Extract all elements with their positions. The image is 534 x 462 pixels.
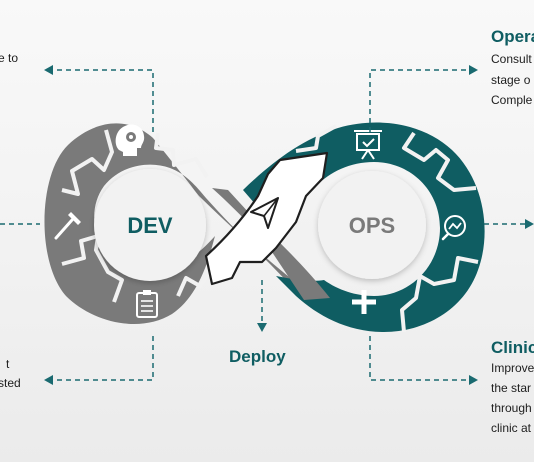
ops-seam: [295, 124, 337, 153]
brain-gear-icon: [115, 124, 145, 156]
paper-plane-icon: [250, 197, 279, 229]
arrow-left-icon: [44, 375, 53, 385]
arrow-right-icon: [469, 65, 478, 75]
operate-text-line: Comple: [491, 93, 533, 107]
left-bottom-text-line: t: [6, 357, 10, 371]
dev-seam: [154, 132, 209, 179]
dev-center-circle: [94, 169, 206, 281]
operate-text-line: stage o: [491, 73, 531, 87]
clipboard-checklist-icon: [136, 290, 158, 318]
connectors: [0, 69, 526, 381]
operate-text-line: Consult: [491, 52, 532, 66]
left-top-text: e to: [0, 51, 19, 65]
ops-seam: [402, 131, 477, 192]
ops-label: OPS: [349, 213, 395, 238]
operate-heading: Opera: [491, 27, 534, 46]
arrow-left-icon: [44, 65, 53, 75]
connector-left-top: [52, 69, 154, 132]
hammer-icon: [54, 212, 81, 240]
arrow-right-icon: [469, 375, 478, 385]
magnifier-chart-icon: [441, 215, 466, 241]
clinic-text-line: the star: [491, 381, 532, 395]
ops-seam: [400, 256, 479, 333]
arrow-right-icon: [525, 219, 534, 229]
arrow-down-icon: [257, 323, 267, 332]
dev-seam: [61, 129, 114, 196]
presentation-board-icon: [354, 130, 382, 160]
plus-icon: [352, 290, 376, 314]
arrowheads: [44, 65, 534, 385]
connector-right-top: [369, 69, 470, 132]
clinic-text-line: clinic at: [491, 421, 532, 435]
center-arrow-ribbon: [204, 151, 329, 286]
clinic-text-line: through: [491, 401, 532, 415]
connector-right-bottom: [369, 336, 470, 381]
clinic-text-line: Improve: [491, 361, 534, 375]
dev-label: DEV: [127, 213, 173, 238]
deploy-label: Deploy: [229, 347, 286, 366]
left-bottom-text-line: sted: [0, 376, 21, 390]
ops-center-circle: [318, 171, 426, 279]
clinic-heading: Clinic: [491, 338, 534, 357]
connector-left-bottom: [52, 336, 154, 381]
